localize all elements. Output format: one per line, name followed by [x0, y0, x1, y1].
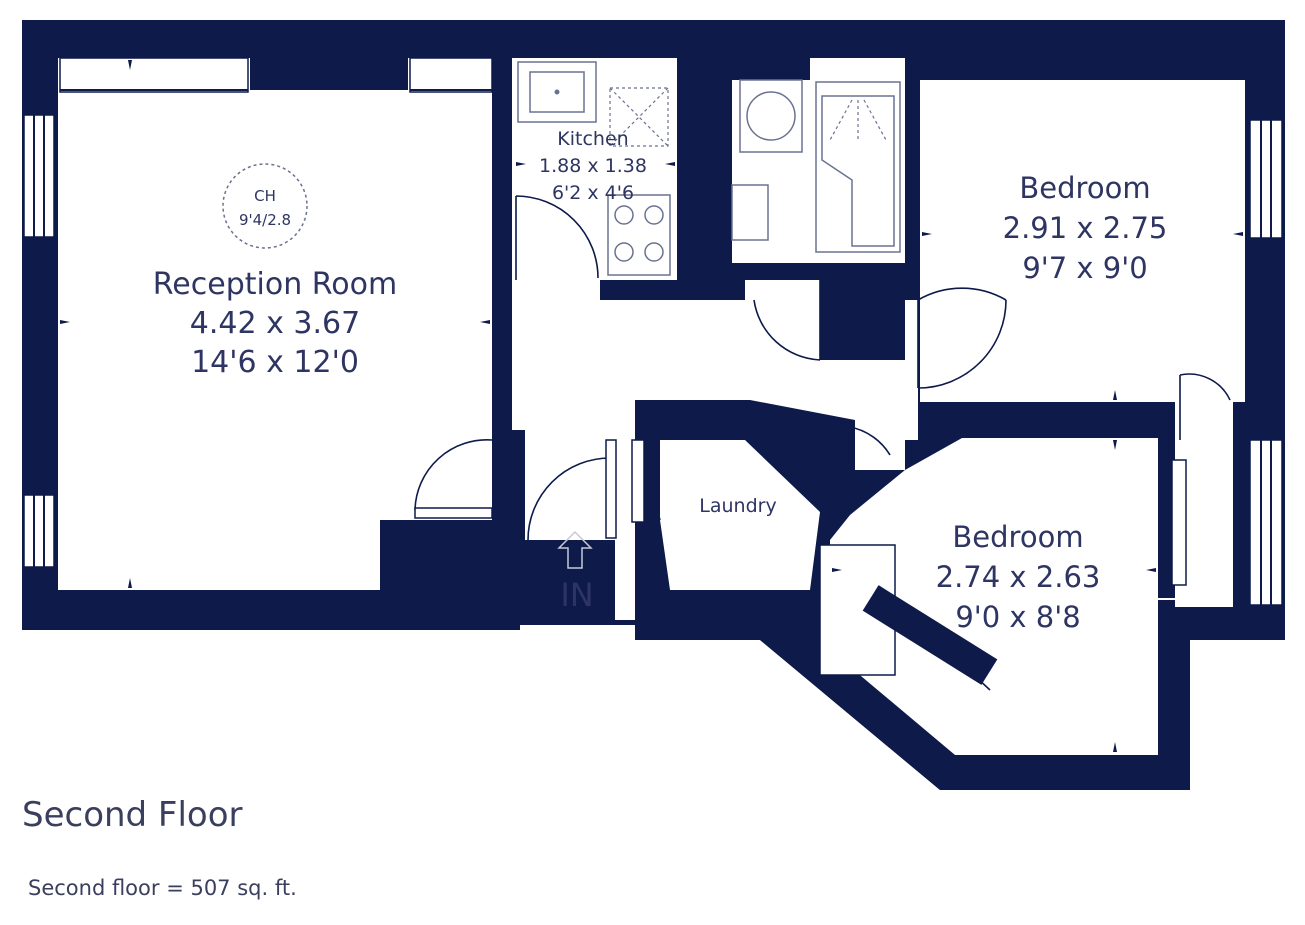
windows — [23, 57, 1283, 606]
bedroom-2-imperial: 9'0 x 8'8 — [955, 600, 1080, 634]
floor-title: Second Floor — [22, 795, 243, 835]
floor-areas — [58, 58, 1245, 755]
kitchen-imperial: 6'2 x 4'6 — [552, 182, 634, 204]
kitchen-fixtures — [515, 61, 671, 280]
ceiling-height-label: CH — [254, 187, 276, 205]
kitchen-name: Kitchen — [557, 128, 628, 150]
ceiling-height-value: 9'4/2.8 — [239, 211, 291, 229]
entrance-arrow-icon — [557, 530, 593, 569]
floor-area: Second floor = 507 sq. ft. — [28, 876, 297, 900]
doors — [414, 287, 1231, 691]
bedroom-1-metric: 2.91 x 2.75 — [1003, 211, 1168, 245]
entrance-marker: IN — [557, 530, 594, 614]
bedroom-1-name: Bedroom — [1019, 171, 1150, 205]
reception-room-name: Reception Room — [153, 267, 397, 302]
laundry-name: Laundry — [699, 495, 776, 517]
reception-room-metric: 4.42 x 3.67 — [190, 306, 360, 341]
bathroom-fixtures — [731, 79, 901, 361]
entrance-label: IN — [560, 576, 593, 614]
bedroom-2-metric: 2.74 x 2.63 — [936, 560, 1101, 594]
ceiling-height-marker: CH 9'4/2.8 — [222, 163, 308, 249]
bedroom-1-imperial: 9'7 x 9'0 — [1022, 251, 1147, 285]
reception-room-imperial: 14'6 x 12'0 — [191, 345, 359, 380]
kitchen-metric: 1.88 x 1.38 — [539, 155, 647, 177]
room-labels: Reception Room 4.42 x 3.67 14'6 x 12'0 K… — [153, 128, 1168, 634]
dimension-ticks — [60, 60, 1243, 752]
bedroom-2-name: Bedroom — [952, 520, 1083, 554]
